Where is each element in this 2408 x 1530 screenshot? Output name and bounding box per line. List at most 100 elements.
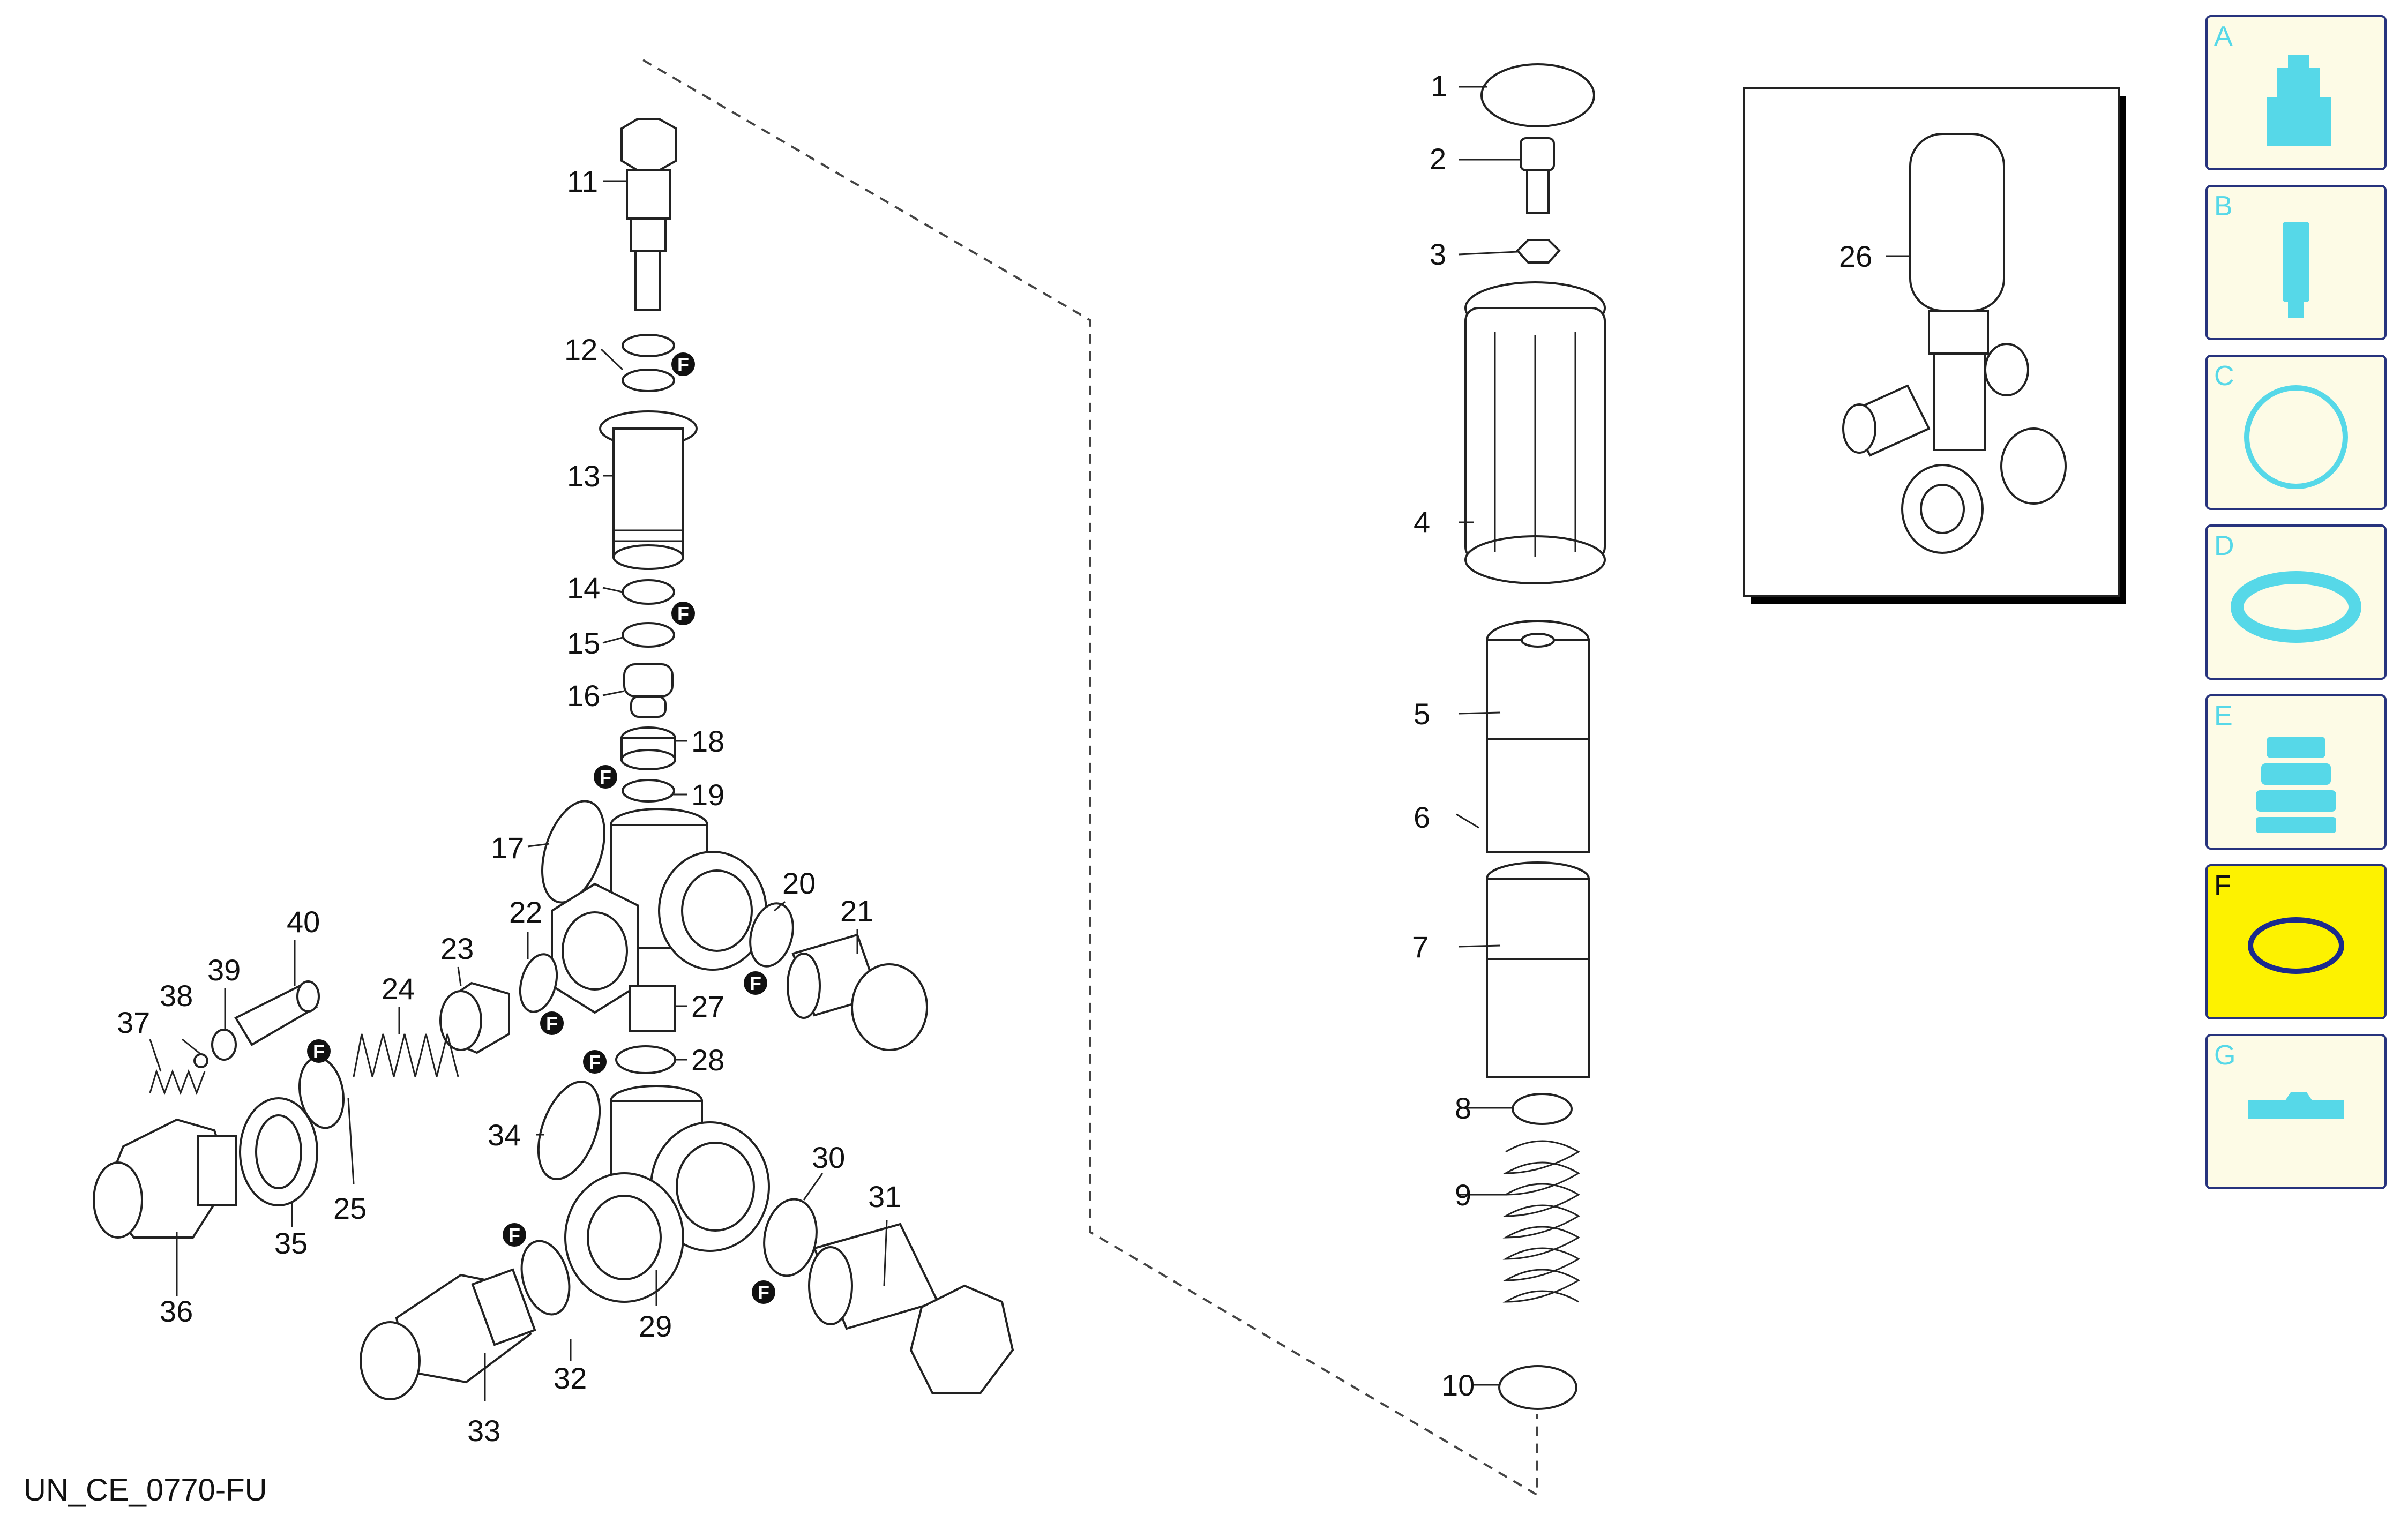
part-12-o-ring-upper xyxy=(622,334,675,357)
callout-26: 26 xyxy=(1839,239,1872,273)
callout-13: 13 xyxy=(567,459,600,493)
svg-text:F: F xyxy=(600,766,611,788)
part-28-o-ring xyxy=(615,1045,676,1074)
assembled-valve-inset xyxy=(1743,87,2126,604)
svg-text:F: F xyxy=(508,1224,520,1246)
part-38-ball xyxy=(193,1053,208,1068)
callout-18: 18 xyxy=(691,724,724,758)
lip-seal-icon xyxy=(2231,571,2361,643)
part-31-banjo-bolt xyxy=(808,1222,1014,1394)
callout-21: 21 xyxy=(840,894,873,928)
seal-badge: F xyxy=(744,971,767,995)
tab-letter: B xyxy=(2214,191,2233,222)
callout-31: 31 xyxy=(868,1180,901,1213)
drawing-code: UN_CE_0770-FU xyxy=(24,1473,267,1508)
assembly-guide-dashed-line xyxy=(642,59,1538,1497)
seal-badge: F xyxy=(671,602,695,625)
part-29-lower-valve-body xyxy=(564,1085,770,1303)
flange-gasket-icon xyxy=(2244,385,2348,489)
connector-fitting-icon xyxy=(2267,55,2331,146)
svg-text:F: F xyxy=(677,354,689,376)
callout-39: 39 xyxy=(207,953,241,987)
tab-b-plugs[interactable]: B xyxy=(2205,185,2387,340)
seal-badge: F xyxy=(752,1280,775,1304)
part-23-nut xyxy=(439,981,510,1054)
callout-5: 5 xyxy=(1414,697,1430,731)
bellows-icon xyxy=(2256,737,2336,833)
tab-letter: E xyxy=(2214,700,2233,731)
part-11-adjusting-stem xyxy=(620,118,677,311)
tab-a-connectors[interactable]: A xyxy=(2205,15,2387,170)
callout-6: 6 xyxy=(1414,800,1430,834)
callout-35: 35 xyxy=(274,1226,308,1260)
seal-badge: F xyxy=(671,352,695,376)
part-7-threaded-housing xyxy=(1486,861,1590,1078)
seal-badge: F xyxy=(540,1011,564,1035)
upper-valve-body xyxy=(551,808,767,1014)
part-6-pin xyxy=(1456,813,1479,829)
callout-32: 32 xyxy=(554,1361,587,1395)
seal-badge: F xyxy=(583,1050,607,1074)
callout-leader-lines xyxy=(149,86,1910,1401)
seal-badge: F xyxy=(307,1039,331,1063)
part-13-sleeve xyxy=(599,410,698,570)
tab-letter: A xyxy=(2214,21,2233,52)
part-9-spring xyxy=(1502,1140,1580,1303)
tab-e-bellows[interactable]: E xyxy=(2205,694,2387,850)
part-36-fitting xyxy=(93,1118,237,1239)
callout-22: 22 xyxy=(509,895,542,929)
callout-34: 34 xyxy=(488,1118,521,1152)
cylinder-plug-icon xyxy=(2283,222,2309,318)
part-15-o-ring xyxy=(622,622,675,648)
part-8-disc xyxy=(1512,1093,1573,1125)
callout-29: 29 xyxy=(639,1309,672,1343)
callout-25: 25 xyxy=(333,1191,367,1225)
callout-15: 15 xyxy=(567,626,600,660)
callout-12: 12 xyxy=(564,333,597,366)
part-12-o-ring-lower xyxy=(622,369,675,392)
part-21-banjo-bolt xyxy=(787,933,928,1051)
callout-17: 17 xyxy=(491,831,524,865)
part-20-o-ring xyxy=(749,902,794,968)
seal-badge: F xyxy=(503,1223,526,1247)
callout-10: 10 xyxy=(1441,1368,1475,1402)
callout-40: 40 xyxy=(287,905,320,939)
svg-text:F: F xyxy=(589,1051,601,1073)
svg-text:F: F xyxy=(677,603,689,625)
tab-c-flange-gaskets[interactable]: C xyxy=(2205,355,2387,510)
part-35-hex-nut xyxy=(239,1097,318,1206)
svg-text:F: F xyxy=(313,1040,325,1062)
part-1-cap xyxy=(1480,63,1595,128)
part-40-connector xyxy=(234,980,320,1046)
callout-3: 3 xyxy=(1430,237,1446,271)
tab-f-o-rings[interactable]: F xyxy=(2205,864,2387,1019)
callout-24: 24 xyxy=(382,972,415,1006)
o-ring-icon xyxy=(2248,917,2344,974)
part-27-spigot xyxy=(629,985,676,1032)
callout-labels: 1 2 3 4 5 6 7 8 9 10 11 12 13 14 15 16 1… xyxy=(117,69,1872,1448)
callout-30: 30 xyxy=(812,1141,845,1174)
tab-d-lip-seals[interactable]: D xyxy=(2205,524,2387,680)
callout-28: 28 xyxy=(691,1043,724,1077)
callout-16: 16 xyxy=(567,679,600,712)
callout-1: 1 xyxy=(1431,69,1447,103)
part-2-screw xyxy=(1520,137,1555,214)
tab-letter: G xyxy=(2214,1040,2236,1071)
seal-badge: F xyxy=(594,765,617,789)
callout-4: 4 xyxy=(1414,505,1430,539)
callout-38: 38 xyxy=(160,979,193,1012)
tab-g-flat-rails[interactable]: G xyxy=(2205,1034,2387,1189)
callout-9: 9 xyxy=(1455,1178,1471,1212)
callout-2: 2 xyxy=(1430,142,1446,176)
part-4-knob xyxy=(1464,281,1606,584)
callout-8: 8 xyxy=(1455,1091,1471,1125)
flat-rail-icon xyxy=(2248,1092,2344,1119)
tab-letter: C xyxy=(2214,361,2234,392)
seal-badges: F F F F F F F F F xyxy=(307,352,775,1304)
callout-19: 19 xyxy=(691,778,724,812)
part-3-nut xyxy=(1516,239,1561,264)
callout-7: 7 xyxy=(1412,930,1429,964)
part-39-washer xyxy=(211,1029,237,1061)
part-14-o-ring xyxy=(622,579,675,605)
